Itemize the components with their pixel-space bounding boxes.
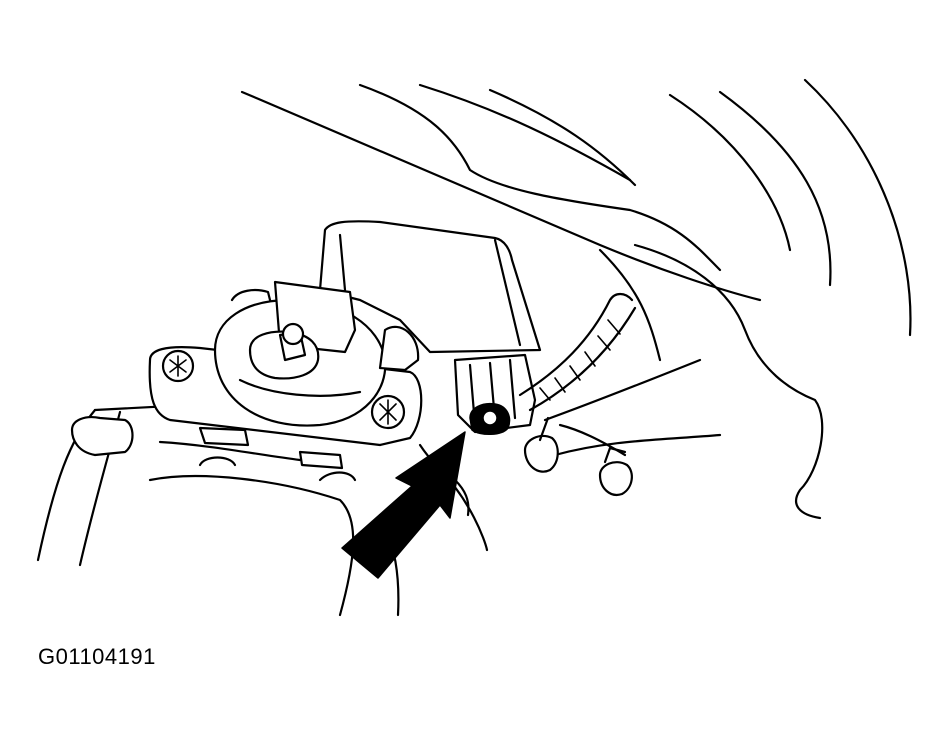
arrow-icon: [341, 431, 466, 579]
fittings: [523, 416, 633, 496]
figure-code: G01104191: [38, 644, 156, 669]
wiring-harness: [518, 292, 722, 457]
pointer-arrow: [341, 431, 466, 579]
control-module: [318, 220, 542, 354]
body-panel-contours: [240, 78, 912, 520]
position-sensor: [148, 280, 423, 447]
connector: [453, 353, 537, 435]
housing: [36, 403, 489, 617]
